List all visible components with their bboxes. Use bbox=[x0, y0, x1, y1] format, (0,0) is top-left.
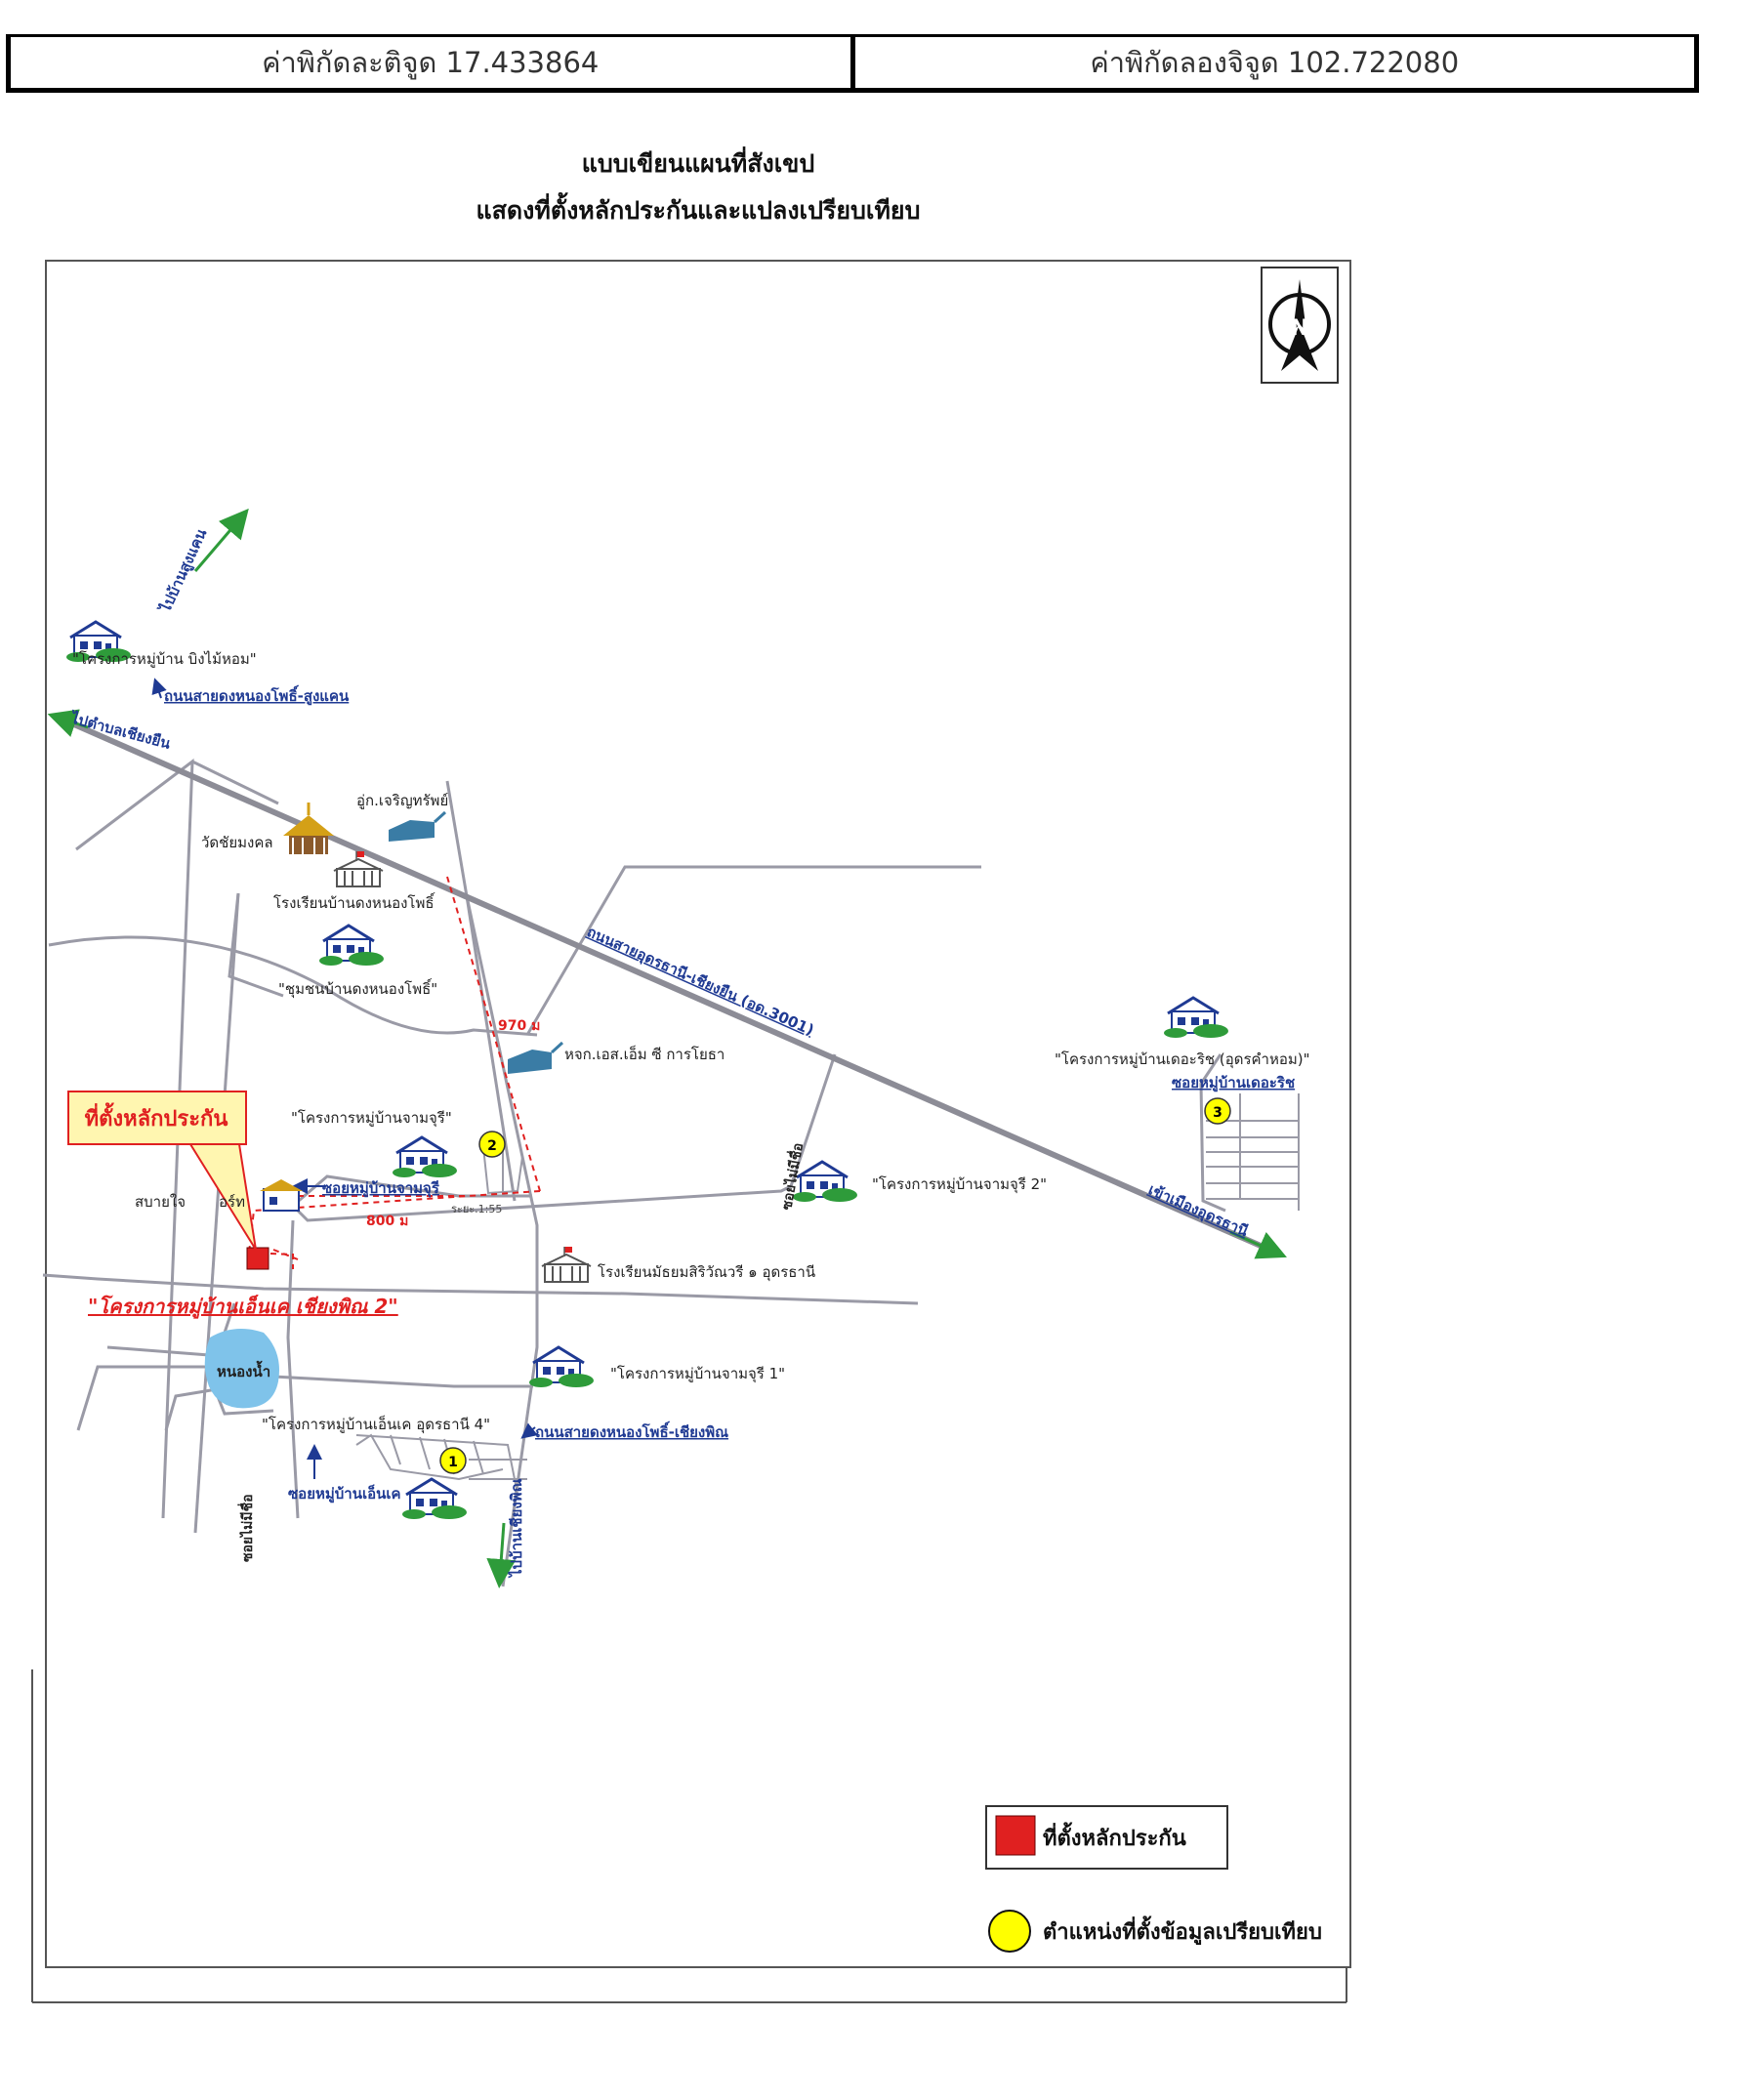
collateral-marker bbox=[246, 1247, 269, 1270]
label-company: หจก.เอส.เอ็ม ซี การโยธา bbox=[564, 1045, 725, 1063]
north-letter: N bbox=[1291, 316, 1308, 341]
label-nk-udon-4: "โครงการหมู่บ้านเอ็นเค อุดรธานี 4" bbox=[262, 1415, 490, 1434]
svg-text:3: 3 bbox=[1213, 1105, 1222, 1121]
collateral-callout: ที่ตั้งหลักประกัน bbox=[67, 1091, 257, 1251]
label-soi-nk: ซอยหมู่บ้านเอ็นเค bbox=[288, 1484, 401, 1503]
north-arrow-icon: N bbox=[1261, 267, 1339, 384]
label-resort: อร์ท bbox=[219, 1193, 245, 1211]
legend-comparable-label: ตำแหน่งที่ตั้งข้อมูลเปรียบเทียบ bbox=[1043, 1915, 1322, 1946]
label-the-rich: "โครงการหมู่บ้านเดอะริช (อุดรคำหอม)" bbox=[1055, 1050, 1310, 1069]
main-road bbox=[57, 715, 1278, 1256]
garage-icon bbox=[389, 810, 447, 842]
label-sabaijai: สบายใจ bbox=[135, 1193, 186, 1211]
comparable-marker: 3 bbox=[1204, 1097, 1231, 1125]
map-frame bbox=[45, 260, 1351, 1968]
label-distance-small: ระยะ.1:55 bbox=[451, 1203, 502, 1215]
label-soi-jamjuree: ซอยหมู่บ้านจามจุรี bbox=[322, 1179, 440, 1198]
label-distance-970: 970 ม bbox=[498, 1018, 540, 1034]
label-soi-no-name-west: ซอยไม่มีชื่อ bbox=[237, 1494, 256, 1562]
jamjuree-plots bbox=[482, 1146, 523, 1195]
comparable-marker: 2 bbox=[478, 1131, 506, 1158]
map-title-line2: แสดงที่ตั้งหลักประกันและแปลงเปรียบเทียบ bbox=[476, 196, 921, 225]
label-distance-800: 800 ม bbox=[366, 1214, 408, 1229]
arrow-west bbox=[47, 709, 89, 737]
pond bbox=[204, 1329, 279, 1409]
nk-udon-plots bbox=[355, 1433, 527, 1495]
legend-collateral-swatch bbox=[995, 1815, 1036, 1856]
label-school-sirivan: โรงเรียนมัธยมสิริวัณวรี ๑ อุดรธานี bbox=[598, 1263, 815, 1282]
arrow-south bbox=[486, 1522, 517, 1588]
svg-text:1: 1 bbox=[448, 1455, 458, 1470]
factory-icon bbox=[508, 1041, 564, 1074]
map-title-line1: แบบเขียนแผนที่สังเขป bbox=[581, 149, 815, 178]
road-end-arrows bbox=[47, 508, 1287, 1588]
label-jamjuree-2: "โครงการหมู่บ้านจามจุรี 2" bbox=[872, 1175, 1047, 1194]
latitude-cell: ค่าพิกัดละติจูด 17.433864 bbox=[262, 46, 600, 79]
label-school-dong: โรงเรียนบ้านดงหนองโพธิ์ bbox=[273, 892, 435, 912]
label-road-dong-sungkhan: ถนนสายดงหนองโพธิ์-สูงแคน bbox=[164, 684, 350, 706]
legend-comparable-swatch bbox=[988, 1910, 1031, 1953]
longitude-cell: ค่าพิกัดลองจิจูด 102.722080 bbox=[849, 37, 1695, 88]
label-jamjuree: "โครงการหมู่บ้านจามจุรี" bbox=[291, 1109, 452, 1128]
comparable-marker: 1 bbox=[439, 1447, 467, 1474]
label-to-ban-chiangphin: ไปบ้านเชียงพิณ bbox=[507, 1478, 525, 1579]
label-road-dong-chiangphin: ถนนสายดงหนองโพธิ์-เชียงพิณ bbox=[535, 1421, 728, 1441]
legend: ที่ตั้งหลักประกัน ตำแหน่งที่ตั้งข้อมูลเป… bbox=[985, 1805, 1322, 1953]
collateral-callout-text: ที่ตั้งหลักประกัน bbox=[85, 1102, 228, 1132]
coordinate-header: ค่าพิกัดละติจูด 17.433864 ค่าพิกัดลองจิจ… bbox=[6, 34, 1699, 93]
svg-text:2: 2 bbox=[487, 1138, 497, 1154]
arrow-east bbox=[1229, 1230, 1287, 1259]
label-soi-the-rich: ซอยหมู่บ้านเดอะริช bbox=[1172, 1074, 1295, 1092]
temple-icon bbox=[283, 803, 334, 854]
label-bing-mai-hom: "โครงการหมู่บ้าน บิงไม้หอม" bbox=[72, 650, 257, 668]
arrow-north bbox=[193, 508, 249, 572]
label-nk-chiangphin-2: "โครงการหมู่บ้านเอ็นเค เชียงพิณ 2" bbox=[88, 1295, 398, 1319]
label-community: "ชุมชนบ้านดงหนองโพธิ์" bbox=[278, 978, 437, 999]
resort-icon bbox=[260, 1179, 303, 1212]
label-jamjuree-1: "โครงการหมู่บ้านจามจุรี 1" bbox=[610, 1365, 785, 1383]
label-pond: หนองน้ำ bbox=[217, 1360, 270, 1380]
legend-collateral-label: ที่ตั้งหลักประกัน bbox=[1043, 1822, 1186, 1851]
label-wat: วัดชัยมงคล bbox=[201, 834, 273, 851]
label-garage: อู่ก.เจริญทรัพย์ bbox=[356, 792, 448, 809]
